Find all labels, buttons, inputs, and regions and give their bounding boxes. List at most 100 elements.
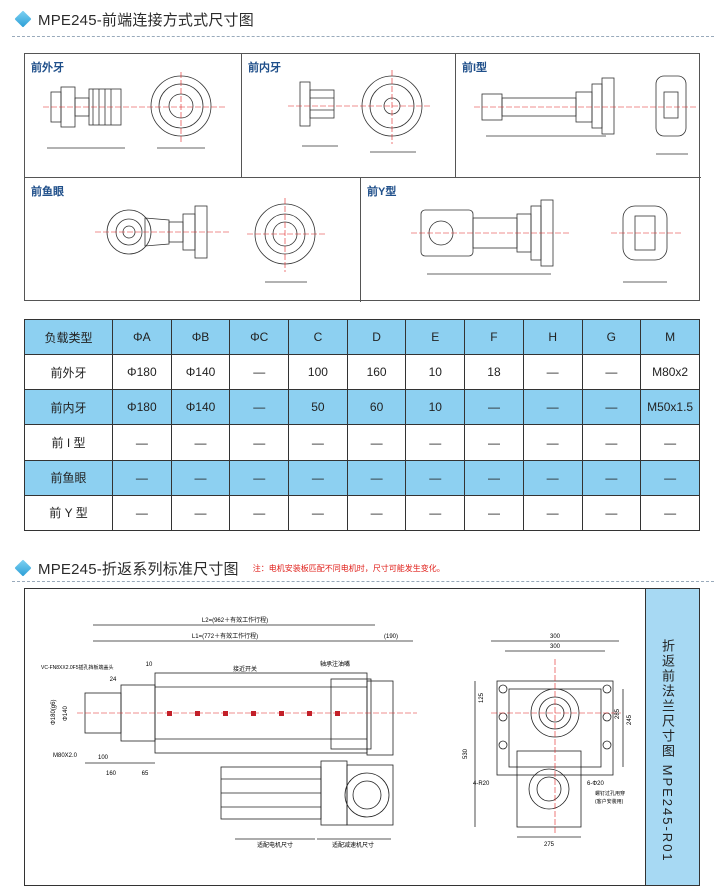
table-cell: 18 <box>464 354 524 391</box>
dim-300a: 300 <box>550 634 561 640</box>
dim-l1: L1=(772＋有效工作行程) <box>192 632 258 640</box>
table-row: 前 Y 型 — — — — — — — — — — <box>24 494 700 532</box>
dim-190: (190) <box>384 634 398 640</box>
label-grease-nozzle: 轴承注油嘴 <box>320 660 350 668</box>
fold-drawing: L2=(962＋有效工作行程) L1=(772＋有效工作行程) (190) 10… <box>41 616 633 849</box>
dim-m80: M80X2.0 <box>53 753 78 759</box>
table-header-cell: ΦB <box>170 318 231 356</box>
table-cell: — <box>112 494 172 532</box>
table-cell: 100 <box>288 354 348 391</box>
table-cell: — <box>522 424 583 461</box>
table-cell: 10 <box>405 389 466 426</box>
table-cell: M50x1.5 <box>640 389 700 426</box>
dim-100: 100 <box>98 755 109 761</box>
section-title-fold: MPE245-折返系列标准尺寸图 注：电机安装板匹配不同电机时，尺寸可能发生变化… <box>12 557 445 579</box>
dim-65: 65 <box>142 771 149 777</box>
table-cell: — <box>288 494 348 532</box>
dim-r20: 4-R20 <box>473 781 490 787</box>
panel-i-type: 前I型 <box>456 54 701 178</box>
dim-l2: L2=(962＋有效工作行程) <box>202 616 268 624</box>
table-cell: 前外牙 <box>24 354 113 391</box>
dim-160: 160 <box>106 771 117 777</box>
table-row: 前 I 型 — — — — — — — — — — <box>24 424 700 461</box>
table-cell: Φ180 <box>112 354 172 391</box>
dim-phi140: Φ140 <box>63 706 69 721</box>
table-cell: 前鱼眼 <box>24 459 113 496</box>
dim-125: 125 <box>479 692 485 703</box>
table-cell: 160 <box>346 354 407 391</box>
table-header-cell: H <box>522 318 583 356</box>
table-header-cell: D <box>346 318 407 356</box>
table-header-cell: G <box>581 318 642 356</box>
dim-245: 245 <box>627 714 633 725</box>
section-divider <box>12 581 714 582</box>
table-cell: — <box>464 459 524 496</box>
table-cell: — <box>640 424 700 461</box>
table-cell: — <box>405 459 466 496</box>
table-cell: — <box>170 424 231 461</box>
dim-24: 24 <box>110 677 117 683</box>
panel-label: 前外牙 <box>31 62 64 74</box>
table-cell: — <box>522 459 583 496</box>
diamond-bullet-icon <box>14 10 32 28</box>
panel-fish-eye: 前鱼眼 <box>25 178 361 302</box>
table-header-cell: E <box>405 318 466 356</box>
table-cell: — <box>522 494 583 532</box>
side-label: 折返前法兰尺寸图 MPE245-R01 <box>660 639 675 863</box>
table-cell: 60 <box>346 389 407 426</box>
table-cell: Φ140 <box>170 354 231 391</box>
label-grease-cap: VC-FN8XX2.0F5插孔挡板端盖头 <box>41 664 114 671</box>
section-title-text: MPE245-折返系列标准尺寸图 <box>38 560 239 578</box>
dim-530: 530 <box>463 748 469 759</box>
table-header-cell: ΦC <box>229 318 290 356</box>
table-header-cell: ΦA <box>112 318 172 356</box>
dim-285: 285 <box>615 708 621 719</box>
table-cell: — <box>229 354 290 391</box>
table-header-cell: C <box>288 318 348 356</box>
section-title-text: MPE245-前端连接方式式尺寸图 <box>38 11 254 29</box>
table-cell: — <box>229 459 290 496</box>
side-label-panel: 折返前法兰尺寸图 MPE245-R01 <box>645 589 699 885</box>
section-title-connection: MPE245-前端连接方式式尺寸图 <box>12 8 254 30</box>
panel-y-type: 前Y型 <box>361 178 701 302</box>
table-cell: — <box>640 459 700 496</box>
panel-label: 前内牙 <box>248 62 281 74</box>
table-cell: — <box>464 494 524 532</box>
dim-phi180: Φ180(g6) <box>51 700 57 725</box>
table-header-cell: M <box>640 318 700 356</box>
table-cell: — <box>522 389 583 426</box>
i-type-drawing <box>474 75 696 155</box>
table-cell: — <box>581 494 642 532</box>
table-cell: 前 I 型 <box>24 424 113 461</box>
table-cell: — <box>112 424 172 461</box>
table-header-cell: 负载类型 <box>24 318 113 356</box>
table-cell: — <box>581 424 642 461</box>
table-cell: — <box>581 354 642 391</box>
table-cell: — <box>346 494 407 532</box>
label-bolt-hole-note: (客户安装用) <box>595 798 624 805</box>
table-cell: — <box>288 424 348 461</box>
table-cell: Φ180 <box>112 389 172 426</box>
table-cell: — <box>405 424 466 461</box>
label-proximity-switch: 接近开关 <box>233 665 257 673</box>
fold-drawing-box: L2=(962＋有效工作行程) L1=(772＋有效工作行程) (190) 10… <box>24 588 700 886</box>
panel-label: 前Y型 <box>367 186 397 198</box>
panel-inner-thread: 前内牙 <box>242 54 456 178</box>
diamond-bullet-icon <box>14 559 32 577</box>
connection-drawings: 前外牙 前内牙 <box>24 53 701 302</box>
table-cell: — <box>581 459 642 496</box>
table-cell: M80x2 <box>640 354 700 391</box>
table-cell: — <box>405 494 466 532</box>
dim-300b: 300 <box>550 644 561 650</box>
panel-outer-thread: 前外牙 <box>25 54 242 178</box>
table-cell: 前 Y 型 <box>24 494 113 532</box>
table-row: 前外牙 Φ180 Φ140 — 100 160 10 18 — — M80x2 <box>24 354 700 391</box>
dim-phi20: 6-Φ20 <box>587 781 604 787</box>
table-cell: — <box>581 389 642 426</box>
table-cell: — <box>346 459 407 496</box>
label-motor-size: 适配电机尺寸 <box>257 841 293 849</box>
label-reducer-size: 适配减速机尺寸 <box>332 841 374 849</box>
panel-label: 前鱼眼 <box>31 186 64 198</box>
spec-table: 负载类型 ΦA ΦB ΦC C D E F H G M 前外牙 Φ180 Φ14… <box>24 318 700 532</box>
table-header-row: 负载类型 ΦA ΦB ΦC C D E F H G M <box>24 318 700 356</box>
